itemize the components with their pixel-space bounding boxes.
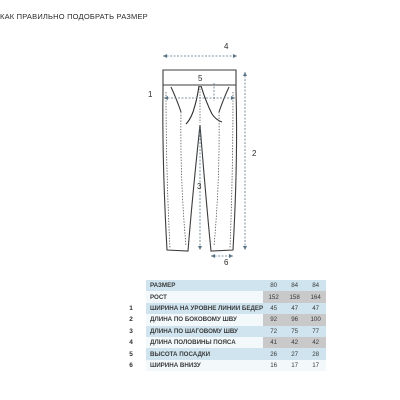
table-cell: 158 [284,291,306,303]
row-number [116,291,146,303]
table-cell: 84 [305,280,327,292]
table-cell: 47 [305,302,327,315]
stitch-lines [165,86,234,249]
label-4: 4 [224,42,229,51]
table-cell: 45 [263,302,285,315]
table-cell: 80 [263,280,285,292]
label-6: 6 [224,258,229,267]
table-cell: 17 [284,359,306,372]
table-cell: 72 [263,325,285,337]
row-number: 5 [116,348,146,360]
row-label: ШИРИНА ВНИЗУ [146,359,264,372]
table-cell: 75 [284,325,306,337]
row-number: 2 [116,314,146,326]
table-cell: 100 [305,314,327,326]
row-number: 3 [116,325,146,337]
table-cell: 16 [263,359,285,372]
row-number [116,280,146,292]
table-cell: 28 [305,348,327,360]
page-title: КАК ПРАВИЛЬНО ПОДОБРАТЬ РАЗМЕР [0,12,148,21]
table-cell: 27 [284,348,306,360]
table-cell: 42 [305,336,327,349]
label-3: 3 [197,182,202,191]
row-number: 4 [116,336,146,349]
label-2: 2 [252,149,257,158]
table-cell: 17 [305,359,327,372]
row-label: ВЫСОТА ПОСАДКИ [146,348,264,360]
measurement-arrows [163,55,246,257]
table-cell: 26 [263,348,285,360]
row-label: ДЛИНА ПО БОКОВОМУ ШВУ [146,314,264,326]
table-cell: 84 [284,280,306,292]
table-cell: 164 [305,291,327,303]
drawstring [185,85,223,125]
row-number: 1 [116,302,146,315]
table-cell: 96 [284,314,306,326]
label-5: 5 [198,74,203,83]
table-cell: 152 [263,291,285,303]
table-cell: 42 [284,336,306,349]
row-label: ДЛИНА ПОЛОВИНЫ ПОЯСА [146,336,264,349]
table-cell: 47 [284,302,306,315]
label-1: 1 [148,90,153,99]
row-number: 6 [116,359,146,372]
row-label: ШИРИНА НА УРОВНЕ ЛИНИИ БЕДЕР [146,302,264,315]
arrow-heads [163,54,247,258]
row-label: РОСТ [146,291,264,303]
table-cell: 77 [305,325,327,337]
table-cell: 92 [263,314,285,326]
pants-diagram [162,54,247,258]
row-label: ДЛИНА ПО ШАГОВОМУ ШВУ [146,325,264,337]
table-cell: 41 [263,336,285,349]
row-label: РАЗМЕР [146,280,264,292]
